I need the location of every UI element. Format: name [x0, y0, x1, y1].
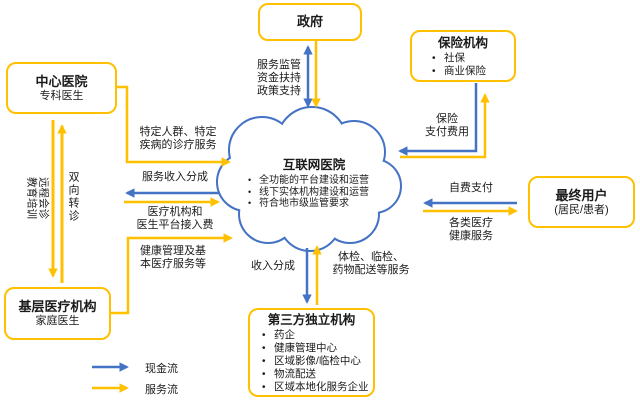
central-hospital-title: 中心医院	[35, 73, 88, 89]
label-checkup-services: 体检、临检、 药物配送等服务	[332, 251, 410, 276]
label-insurance-pay: 保险 支付费用	[425, 113, 469, 138]
label-self-pay: 自费支付	[449, 182, 493, 194]
node-central-hospital: 中心医院 专科医生	[6, 62, 117, 114]
arrow-insurance-payment	[398, 83, 478, 156]
node-insurance: 保险机构 社保商业保险	[410, 30, 516, 82]
insurance-title: 保险机构	[437, 35, 488, 50]
node-third-party: 第三方独立机构 药企健康管理中心区域影像/临检中心物流配送区域本地化服务企业	[248, 308, 375, 397]
arrow-specific-services	[117, 85, 231, 167]
list-item: 全功能的平台建设和运营	[248, 175, 388, 187]
list-item: 药企	[262, 329, 369, 342]
node-government: 政府	[258, 3, 362, 41]
list-item: 线下实体机构建设和运营	[248, 187, 388, 199]
list-item: 社保	[432, 52, 486, 65]
legend-service-flow-label: 服务流	[145, 384, 178, 396]
primary-care-subtitle: 家庭医生	[35, 315, 80, 327]
node-internet-hospital: 互联网医院 全功能的平台建设和运营线下实体机构建设和运营符合地市级监管要求	[240, 158, 388, 210]
label-two-way-referral: 双向转诊	[67, 171, 79, 223]
label-gov-cloud: 服务监管 资金扶持 政策支持	[257, 59, 301, 97]
end-user-title: 最终用户	[555, 187, 608, 203]
label-specific-services: 特定人群、特定 疾病的诊疗服务	[139, 126, 217, 151]
third-party-items: 药企健康管理中心区域影像/临检中心物流配送区域本地化服务企业	[254, 329, 369, 394]
internet-hospital-items: 全功能的平台建设和运营线下实体机构建设和运营符合地市级监管要求	[240, 175, 388, 210]
list-item: 物流配送	[262, 368, 369, 381]
label-platform-access-fee: 医疗机构和 医生平台接入费	[136, 206, 214, 231]
label-remote-consultation: 远程会诊	[37, 177, 50, 219]
arrow-insurance-service-up	[400, 93, 490, 159]
node-end-user: 最终用户 (居民/患者)	[528, 176, 635, 228]
third-party-title: 第三方独立机构	[267, 312, 356, 327]
central-hospital-subtitle: 专科医生	[39, 89, 84, 102]
label-health-management: 健康管理及基 本医疗服务等	[140, 245, 206, 270]
list-item: 健康管理中心	[262, 342, 369, 355]
label-medical-health-services: 各类医疗 健康服务	[449, 217, 493, 242]
legend-cash-flow-label: 现金流	[145, 363, 178, 375]
list-item: 符合地市级监管要求	[248, 198, 388, 210]
list-item: 区域影像/临检中心	[262, 355, 369, 368]
list-item: 商业保险	[432, 65, 486, 78]
internet-hospital-title: 互联网医院	[282, 158, 346, 172]
government-title: 政府	[296, 14, 323, 29]
list-item: 区域本地化服务企业	[262, 381, 369, 394]
primary-care-title: 基层医疗机构	[18, 299, 97, 314]
arrow-health-management	[111, 233, 233, 315]
end-user-subtitle: (居民/患者)	[554, 203, 609, 216]
label-service-revenue-share: 服务收入分成	[142, 171, 208, 183]
label-revenue-share: 收入分成	[251, 260, 295, 272]
node-primary-care: 基层医疗机构 家庭医生	[4, 287, 111, 340]
insurance-items: 社保商业保险	[416, 52, 486, 78]
